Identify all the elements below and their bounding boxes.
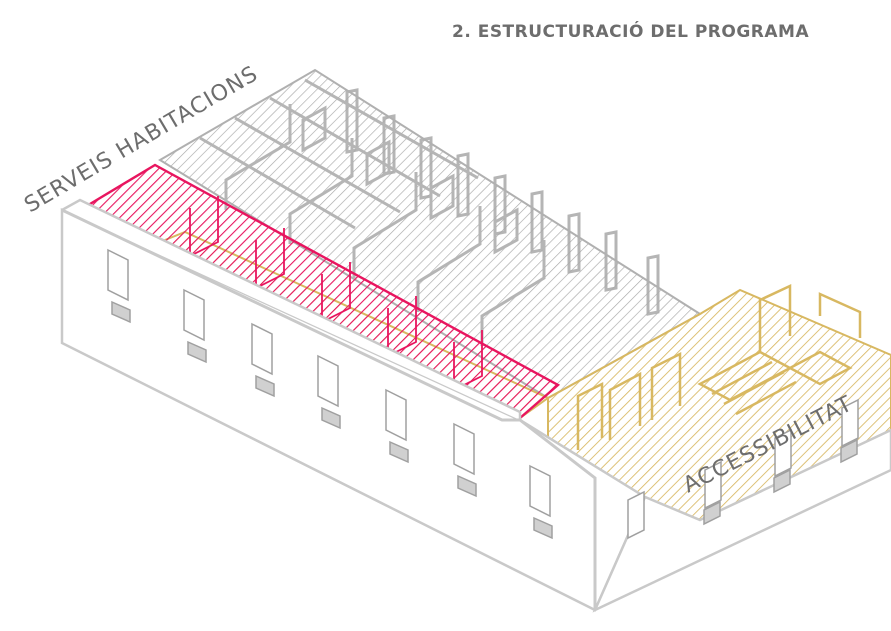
room-partitions <box>199 78 546 346</box>
side-facade-windows <box>627 398 859 540</box>
building-facades <box>60 198 891 613</box>
service-partitions <box>189 196 483 392</box>
front-wall-thickness <box>61 208 597 610</box>
diagram-title: 2. ESTRUCTURACIÓ DEL PROGRAMA <box>452 22 810 42</box>
stair-and-partitions <box>576 284 862 450</box>
facade-windows <box>107 248 553 540</box>
